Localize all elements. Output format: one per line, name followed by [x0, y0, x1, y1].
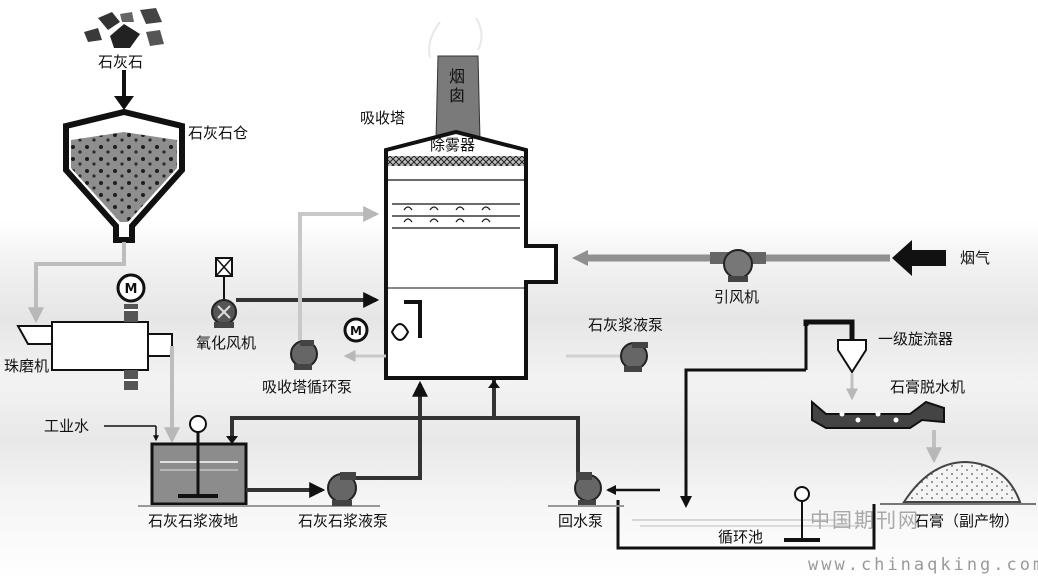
- label-limestone-silo: 石灰石仓: [188, 124, 249, 142]
- tower-motor-icon: [343, 317, 369, 343]
- watermark-url: www.chinaqking.com: [808, 555, 1038, 575]
- demister-mesh: [388, 156, 524, 166]
- induced-fan-icon: [710, 249, 766, 282]
- tower-motor-letter: M: [350, 324, 362, 338]
- label-absorber-recirc-pump: 吸收塔循环泵: [262, 378, 353, 396]
- primary-cyclone-icon: [837, 339, 867, 374]
- absorber-recirc-pump-icon: [290, 340, 318, 370]
- label-limestone: 石灰石: [98, 53, 144, 71]
- label-circulation-pool: 循环池: [718, 528, 764, 546]
- limestone-rocks-icon: [84, 8, 164, 48]
- tower-agitator-icon: [390, 323, 410, 341]
- absorber-tower: [343, 129, 558, 380]
- flue-gas-arrow: [572, 240, 946, 276]
- lime-slurry-pump-icon: [620, 342, 648, 372]
- limestone-slurry-pump-icon: [327, 472, 357, 506]
- label-process-water: 工业水: [44, 417, 90, 435]
- label-chimney: 烟囱: [448, 67, 465, 105]
- silo-to-mill-line: [28, 242, 126, 324]
- cyclone-feed-pipe: [803, 319, 855, 340]
- label-induced-fan: 引风机: [714, 288, 760, 306]
- label-gypsum-byproduct: 石膏（副产物）: [914, 512, 1020, 530]
- ball-mill: [16, 273, 173, 390]
- recirc-to-spray-line: [298, 206, 380, 340]
- return-water-pump-icon: [574, 472, 602, 506]
- watermark-cn: 中国期刊网: [810, 508, 920, 532]
- label-absorber-tower: 吸收塔: [360, 109, 406, 127]
- label-gypsum-dewatering: 石膏脱水机: [890, 378, 966, 396]
- mill-motor-icon: [116, 273, 146, 303]
- tower-tank-loop-line: [230, 380, 496, 440]
- label-demister: 除雾器: [430, 136, 476, 154]
- slurry-to-tower-line: [356, 380, 428, 480]
- limestone-slurry-tank: [150, 415, 248, 506]
- label-ball-mill: 珠磨机: [4, 357, 50, 375]
- return-water-line: [496, 416, 580, 472]
- label-flue-gas: 烟气: [960, 249, 991, 267]
- label-primary-cyclone: 一级旋流器: [878, 330, 954, 348]
- gypsum-dewatering-icon: [811, 399, 945, 429]
- pool-agitator-motor-icon: [794, 486, 810, 502]
- circulation-pool: [616, 500, 876, 550]
- oxidation-fan: [211, 257, 237, 328]
- tank-agitator-motor-icon: [189, 415, 207, 433]
- gypsum-pile: [902, 460, 1022, 503]
- label-oxidation-fan: 氧化风机: [196, 334, 257, 352]
- label-limestone-slurry-tank: 石灰石浆液地: [148, 512, 239, 530]
- mill-motor-letter: M: [125, 282, 138, 297]
- cyclone-return-line: [684, 368, 806, 500]
- label-return-water-pump: 回水泵: [558, 512, 604, 530]
- label-lime-slurry-pump: 石灰浆液泵: [588, 316, 664, 334]
- limestone-feed-arrow: [114, 70, 134, 110]
- label-limestone-slurry-pump: 石灰石浆液泵: [298, 512, 389, 530]
- limestone-silo: [63, 108, 185, 243]
